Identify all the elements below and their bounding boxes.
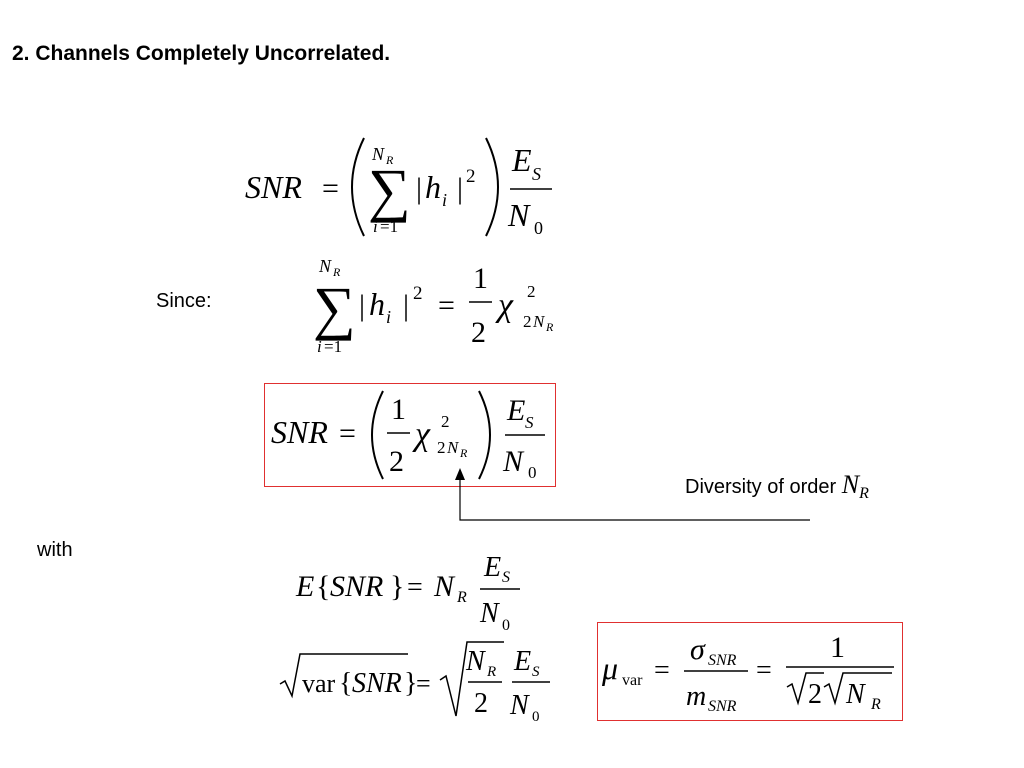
svg-text:2: 2 xyxy=(474,688,488,719)
svg-text:=: = xyxy=(322,172,339,205)
svg-text:SNR: SNR xyxy=(708,652,737,669)
svg-text:N: N xyxy=(371,144,385,164)
svg-text:σ: σ xyxy=(690,633,706,666)
equation-mu-var: μ var = σ SNR m SNR = 1 2 N R xyxy=(601,631,894,715)
svg-text:N: N xyxy=(845,679,866,710)
diversity-arrow xyxy=(455,468,810,521)
svg-text:S: S xyxy=(525,413,534,432)
svg-text:|: | xyxy=(416,172,422,205)
diversity-text: Diversity of order xyxy=(685,476,837,498)
svg-text:var: var xyxy=(622,672,643,689)
svg-text:χ: χ xyxy=(495,287,514,324)
svg-text:N: N xyxy=(465,646,486,677)
svg-text:E: E xyxy=(483,552,501,583)
svg-text:{: { xyxy=(316,570,330,603)
svg-text:S: S xyxy=(502,569,510,586)
svg-text:=: = xyxy=(416,669,431,698)
svg-text:∑: ∑ xyxy=(313,275,356,341)
svg-text:m: m xyxy=(686,681,706,712)
svg-text:i: i xyxy=(386,307,391,327)
svg-text:}: } xyxy=(404,668,417,699)
svg-text:SNR: SNR xyxy=(245,169,302,205)
since-label: Since: xyxy=(156,290,212,312)
svg-text:E: E xyxy=(506,394,525,427)
svg-text:|: | xyxy=(403,289,409,322)
svg-text:{: { xyxy=(339,668,352,699)
svg-text:2: 2 xyxy=(808,679,822,710)
svg-text:N: N xyxy=(509,690,530,721)
svg-text:|: | xyxy=(457,172,463,205)
svg-text:SNR: SNR xyxy=(330,570,383,603)
equation-snr-chi: SNR = 1 2 χ 2 2 N R E S N 0 xyxy=(271,390,545,482)
svg-text:=: = xyxy=(407,572,423,603)
svg-text:R: R xyxy=(385,153,394,167)
svg-text:2: 2 xyxy=(437,438,446,457)
svg-text:i: i xyxy=(317,337,322,356)
svg-text:N: N xyxy=(532,312,546,331)
diversity-symbol: NR xyxy=(841,470,869,502)
svg-text:=1: =1 xyxy=(324,337,342,356)
svg-text:S: S xyxy=(532,164,541,184)
svg-text:i: i xyxy=(373,217,378,236)
svg-text:S: S xyxy=(532,664,540,680)
equation-since: N R ∑ i =1 | h i | 2 = 1 2 χ 2 2 N R xyxy=(313,256,554,356)
highlight-box-snr xyxy=(264,383,556,487)
svg-text:0: 0 xyxy=(528,463,537,482)
svg-text:R: R xyxy=(545,320,554,334)
svg-text:h: h xyxy=(425,169,441,205)
equation-var-snr: var { SNR } = N R 2 E S N 0 xyxy=(279,641,550,725)
svg-text:SNR: SNR xyxy=(708,698,737,715)
svg-text:=1: =1 xyxy=(380,217,398,236)
svg-text:R: R xyxy=(332,265,341,279)
svg-text:1: 1 xyxy=(830,631,845,664)
svg-text:SNR: SNR xyxy=(352,668,402,699)
svg-text:μ: μ xyxy=(601,650,618,686)
highlight-box-muvar xyxy=(597,622,903,721)
svg-text:2: 2 xyxy=(523,312,532,331)
svg-text:R: R xyxy=(870,696,881,713)
svg-text:N: N xyxy=(446,438,460,457)
svg-text:}: } xyxy=(390,570,404,603)
svg-text:N: N xyxy=(318,256,332,276)
svg-text:h: h xyxy=(369,286,385,322)
diversity-label: Diversity of order NR xyxy=(685,470,869,503)
svg-text:2: 2 xyxy=(527,282,536,301)
svg-text:E: E xyxy=(513,646,531,677)
svg-text:1: 1 xyxy=(391,393,406,426)
svg-text:χ: χ xyxy=(412,416,431,453)
svg-text:i: i xyxy=(442,190,447,210)
svg-text:N: N xyxy=(479,598,500,629)
svg-text:∑: ∑ xyxy=(368,157,411,223)
svg-text:R: R xyxy=(456,589,467,606)
svg-text:2: 2 xyxy=(389,445,404,478)
svg-text:N: N xyxy=(433,570,456,603)
svg-text:=: = xyxy=(654,655,670,686)
svg-text:2: 2 xyxy=(471,316,486,349)
equation-mean-snr: E { SNR } = N R E S N 0 xyxy=(295,552,520,634)
svg-text:0: 0 xyxy=(532,709,540,725)
svg-text:R: R xyxy=(459,446,468,460)
svg-text:0: 0 xyxy=(502,617,510,634)
svg-text:E: E xyxy=(511,142,532,178)
svg-text:|: | xyxy=(359,289,365,322)
svg-text:R: R xyxy=(486,664,496,680)
svg-text:1: 1 xyxy=(473,262,488,295)
svg-text:E: E xyxy=(295,570,314,603)
svg-text:2: 2 xyxy=(466,166,476,187)
svg-text:=: = xyxy=(438,289,455,322)
svg-text:var: var xyxy=(302,669,336,698)
svg-text:=: = xyxy=(339,417,356,450)
svg-text:2: 2 xyxy=(441,412,450,431)
svg-text:N: N xyxy=(507,197,531,233)
with-label: with xyxy=(37,539,73,561)
svg-text:N: N xyxy=(502,445,525,478)
slide-title: 2. Channels Completely Uncorrelated. xyxy=(12,42,391,65)
svg-text:SNR: SNR xyxy=(271,414,328,450)
svg-text:2: 2 xyxy=(413,283,423,304)
equation-snr-sum: SNR = N R ∑ i =1 | h i | 2 E S N 0 xyxy=(245,137,552,238)
svg-text:0: 0 xyxy=(534,218,543,238)
svg-text:=: = xyxy=(756,655,772,686)
